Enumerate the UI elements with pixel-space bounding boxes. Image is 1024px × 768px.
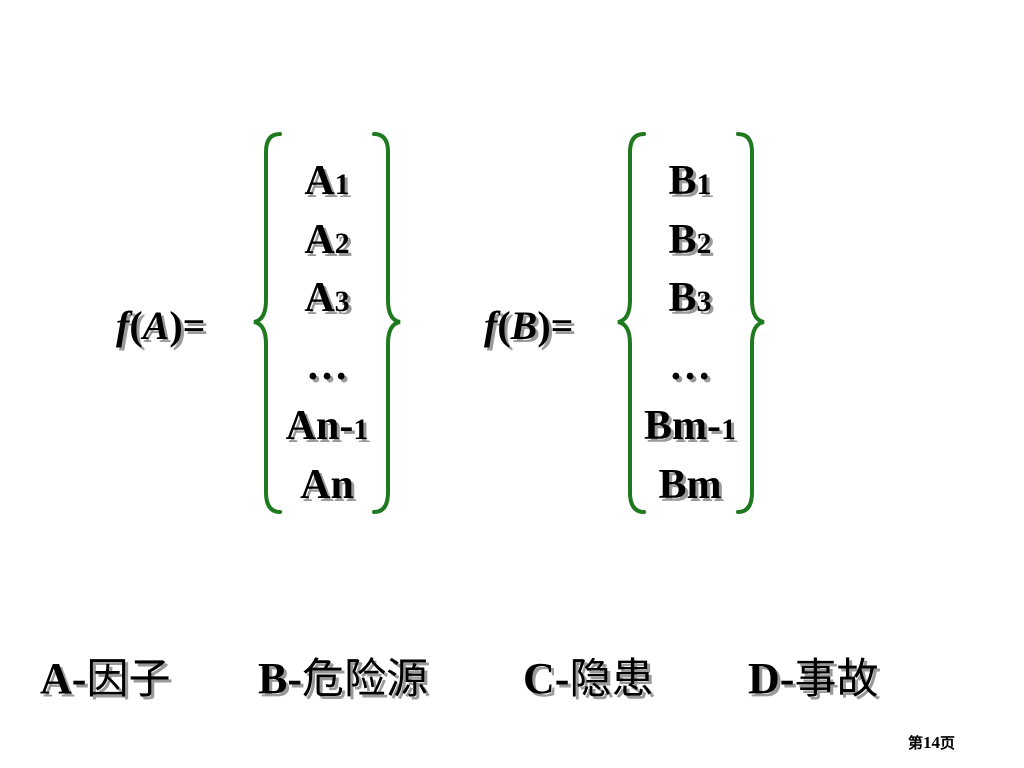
set-b-close-equals: )= — [537, 303, 574, 348]
set-a-item-n: An — [300, 462, 354, 508]
legend-a-meaning: 因子 — [86, 654, 171, 703]
set-b-open-paren: ( — [497, 303, 511, 348]
set-a-variable: A — [142, 303, 170, 348]
set-b-right-brace — [736, 132, 765, 514]
set-b-item-1: B1 — [668, 158, 712, 204]
set-a-item-2: A2 — [304, 217, 350, 263]
page-number-prefix: 第 — [908, 734, 924, 752]
set-a-left-brace — [253, 132, 282, 514]
set-a-close-equals: )= — [169, 303, 206, 348]
set-a-brace — [253, 132, 401, 514]
set-b-variable: B — [510, 303, 538, 348]
set-a-right-brace — [372, 132, 401, 514]
set-b-function-symbol: f — [484, 303, 498, 348]
legend-a: A-因子 — [40, 652, 170, 706]
set-a-open-paren: ( — [129, 303, 143, 348]
set-a-item-ellipsis: … — [306, 343, 348, 389]
legend-b-letter: B- — [258, 654, 302, 703]
page-number: 第14页 — [908, 733, 955, 753]
legend-d: D-事故 — [748, 652, 878, 706]
set-a-item-3: A3 — [304, 275, 350, 321]
legend-d-letter: D- — [748, 654, 795, 703]
set-b-label: f(B)= — [484, 306, 573, 346]
legend-c-meaning: 隐患 — [569, 654, 654, 703]
legend-b: B-危险源 — [258, 652, 428, 706]
legend-c: C-隐患 — [523, 652, 653, 706]
set-b-item-m-minus-1: Bm-1 — [644, 403, 736, 449]
set-a-function-symbol: f — [116, 303, 130, 348]
set-b-item-m: Bm — [658, 462, 722, 508]
set-b-brace — [617, 132, 765, 514]
set-a-item-1: A1 — [304, 158, 350, 204]
legend-c-letter: C- — [523, 654, 570, 703]
legend-a-letter: A- — [40, 654, 87, 703]
set-a-item-n-minus-1: An-1 — [285, 403, 369, 449]
set-b-item-ellipsis: … — [669, 343, 711, 389]
set-b-item-3: B3 — [668, 275, 712, 321]
set-b-left-brace — [617, 132, 646, 514]
page-number-value: 14 — [923, 733, 941, 752]
page-number-suffix: 页 — [940, 734, 956, 752]
set-b-item-2: B2 — [668, 217, 712, 263]
legend-d-meaning: 事故 — [794, 654, 879, 703]
legend-b-meaning: 危险源 — [302, 654, 429, 703]
set-a-label: f(A)= — [116, 306, 205, 346]
